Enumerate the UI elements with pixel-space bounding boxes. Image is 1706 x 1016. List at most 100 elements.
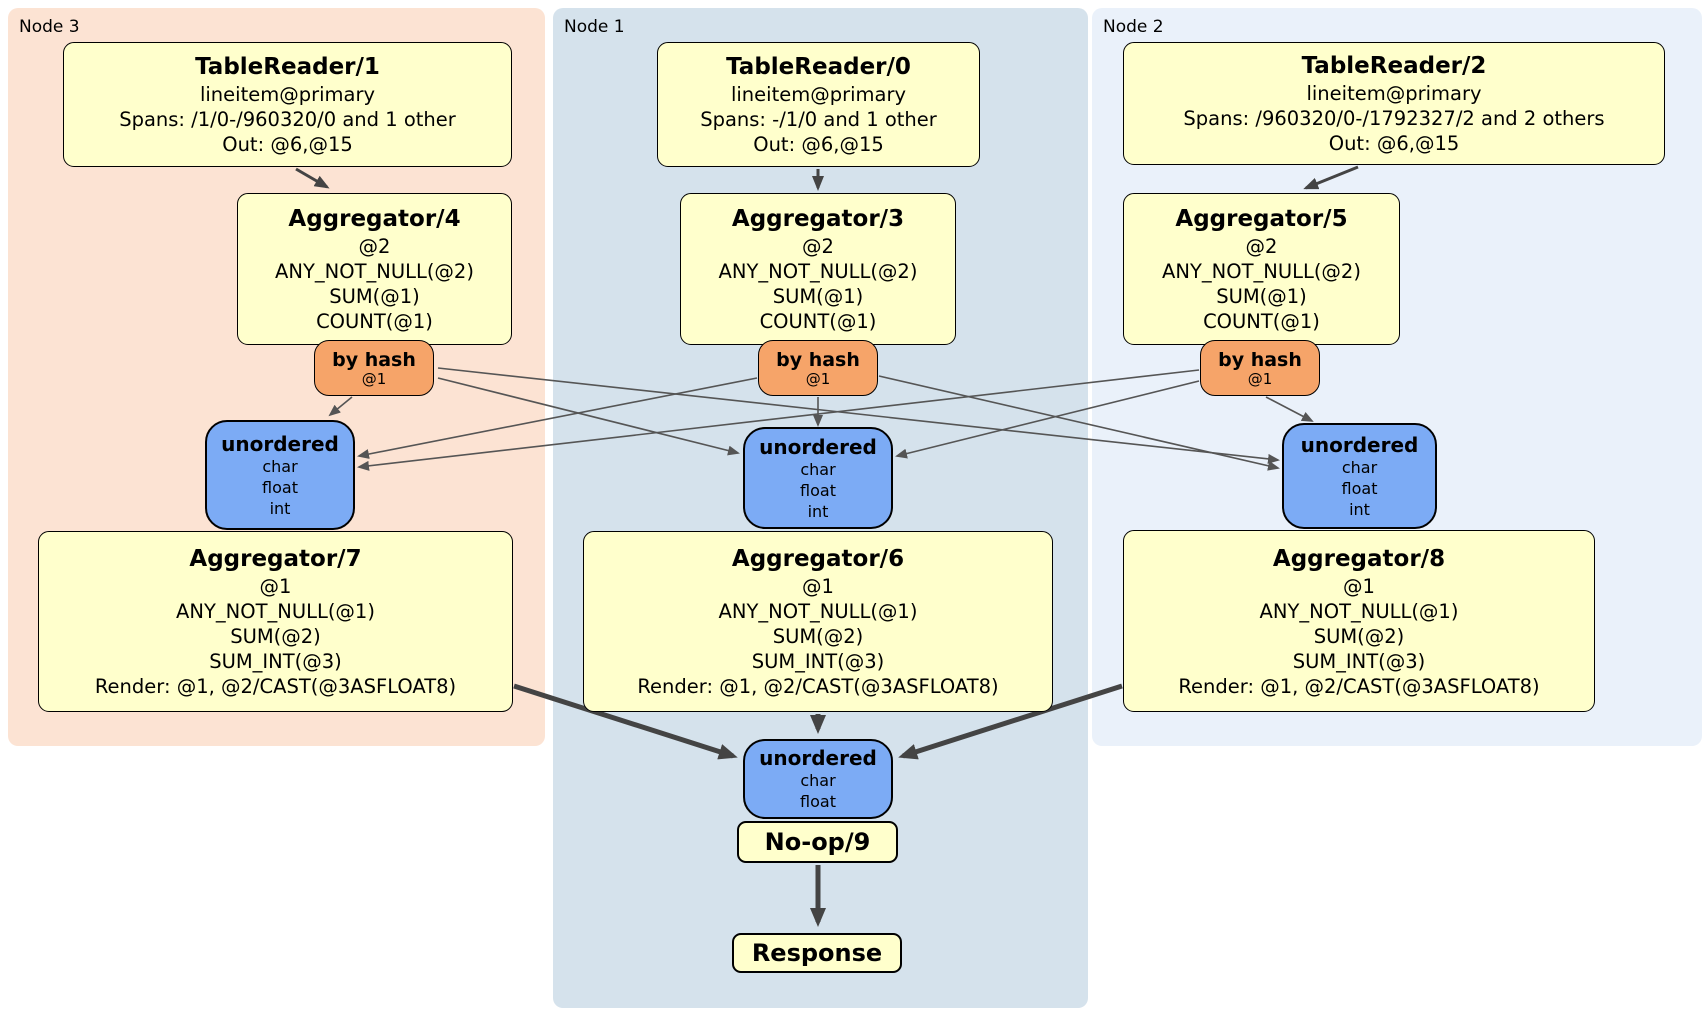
router-title: by hash: [776, 348, 860, 371]
processor-line: Render: @1, @2/CAST(@3ASFLOAT8): [94, 675, 457, 698]
processor-tablereader-2: TableReader/2 lineitem@primary Spans: /9…: [1123, 42, 1665, 165]
processor-line: Spans: /1/0-/960320/0 and 1 other: [119, 108, 456, 131]
router-title: by hash: [1218, 348, 1302, 371]
processor-line: SUM_INT(@3): [751, 650, 885, 673]
processor-aggregator-8: Aggregator/8 @1 ANY_NOT_NULL(@1) SUM(@2)…: [1123, 530, 1595, 712]
processor-line: SUM(@2): [1313, 624, 1405, 648]
sync-unordered-final: unordered char float: [743, 739, 893, 819]
sync-column-type: float: [800, 792, 836, 811]
processor-line: COUNT(@1): [759, 310, 877, 333]
edge-agg7-final-sync: [513, 683, 738, 760]
processor-title: Aggregator/7: [189, 546, 362, 572]
processor-line: Out: @6,@15: [753, 133, 884, 156]
edge-router2-sync1: [895, 380, 1200, 459]
processor-line: Render: @1, @2/CAST(@3ASFLOAT8): [1178, 674, 1540, 698]
sync-unordered-node1: unordered char float int: [743, 427, 893, 529]
processor-line: ANY_NOT_NULL(@2): [1162, 260, 1361, 283]
processor-aggregator-7: Aggregator/7 @1 ANY_NOT_NULL(@1) SUM(@2)…: [38, 531, 513, 712]
processor-line: SUM(@2): [230, 625, 321, 648]
processor-line: ANY_NOT_NULL(@2): [275, 260, 474, 283]
edge-router1-sync2: [878, 375, 1280, 471]
edge-router1-sync3: [357, 377, 758, 459]
processor-line: ANY_NOT_NULL(@2): [718, 260, 918, 283]
processor-aggregator-4: Aggregator/4 @2 ANY_NOT_NULL(@2) SUM(@1)…: [237, 193, 512, 345]
processor-line: SUM(@2): [772, 625, 864, 648]
router-columns: @1: [1247, 369, 1273, 388]
processor-title: No-op/9: [764, 828, 871, 856]
processor-title: Aggregator/4: [288, 206, 461, 232]
processor-line: @1: [802, 575, 834, 598]
processor-aggregator-5: Aggregator/5 @2 ANY_NOT_NULL(@2) SUM(@1)…: [1123, 193, 1400, 345]
processor-title: Aggregator/8: [1272, 545, 1446, 572]
processor-title: Aggregator/5: [1175, 206, 1348, 232]
sync-title: unordered: [221, 431, 339, 456]
sync-title: unordered: [759, 434, 877, 459]
processor-title: Aggregator/3: [731, 206, 905, 232]
sync-title: unordered: [759, 746, 877, 770]
edge-router3-sync3: [328, 396, 353, 417]
sync-column-type: int: [807, 501, 829, 521]
router-title: by hash: [332, 348, 416, 371]
sync-column-type: char: [800, 771, 836, 790]
node-label: Node 1: [564, 17, 625, 37]
processor-line: SUM_INT(@3): [1292, 649, 1426, 673]
processor-line: Spans: /960320/0-/1792327/2 and 2 others: [1183, 107, 1605, 130]
processor-title: TableReader/0: [726, 54, 911, 80]
router-by-hash-node1: by hash @1: [758, 340, 878, 396]
processor-line: @2: [802, 235, 834, 258]
processor-title: Response: [751, 939, 883, 967]
sync-title: unordered: [1300, 432, 1419, 457]
edge-router2-sync3: [357, 369, 1200, 471]
sync-column-type: float: [1341, 478, 1378, 498]
node-label: Node 2: [1103, 17, 1164, 37]
processor-line: Out: @6,@15: [222, 133, 353, 156]
processor-line: COUNT(@1): [1203, 310, 1320, 333]
processor-line: SUM(@1): [772, 285, 864, 308]
processor-line: Out: @6,@15: [1328, 132, 1460, 155]
sync-unordered-node2: unordered char float int: [1282, 423, 1437, 529]
sync-column-type: int: [269, 498, 291, 518]
processor-line: @2: [1245, 235, 1278, 258]
processor-title: TableReader/1: [195, 54, 380, 80]
processor-line: SUM(@1): [329, 285, 420, 308]
router-columns: @1: [361, 369, 387, 388]
sync-column-type: float: [262, 477, 298, 497]
router-by-hash-node2: by hash @1: [1200, 340, 1320, 396]
processor-title: TableReader/2: [1301, 53, 1487, 79]
processor-line: lineitem@primary: [199, 83, 376, 106]
processor-noop-9: No-op/9: [737, 821, 898, 863]
processor-line: SUM_INT(@3): [209, 650, 342, 673]
processor-line: @2: [358, 235, 391, 258]
sync-column-type: float: [800, 480, 836, 500]
processor-line: @1: [259, 575, 292, 598]
sync-unordered-node3: unordered char float int: [205, 420, 355, 530]
processor-line: COUNT(@1): [316, 310, 433, 333]
edge-tr2-agg5: [1303, 165, 1359, 190]
processor-title: Aggregator/6: [731, 546, 905, 572]
processor-line: Spans: -/1/0 and 1 other: [700, 108, 937, 131]
sync-column-type: int: [1349, 499, 1370, 519]
node-label: Node 3: [19, 17, 80, 37]
edge-router2-sync2: [1265, 396, 1314, 422]
edge-agg8-final-sync: [898, 683, 1123, 760]
edge-tr1-agg4: [295, 167, 330, 189]
processor-line: @1: [1343, 574, 1375, 598]
processor-line: ANY_NOT_NULL(@1): [176, 600, 375, 623]
processor-line: ANY_NOT_NULL(@1): [1259, 599, 1459, 623]
processor-line: SUM(@1): [1216, 285, 1307, 308]
processor-line: lineitem@primary: [730, 83, 907, 106]
sync-column-type: char: [262, 456, 298, 476]
processor-aggregator-6: Aggregator/6 @1 ANY_NOT_NULL(@1) SUM(@2)…: [583, 531, 1053, 712]
sync-column-type: char: [1341, 457, 1378, 477]
processor-line: lineitem@primary: [1306, 82, 1482, 105]
processor-tablereader-1: TableReader/1 lineitem@primary Spans: /1…: [63, 42, 512, 167]
router-columns: @1: [805, 369, 831, 388]
router-by-hash-node3: by hash @1: [314, 340, 434, 396]
sync-column-type: char: [800, 459, 836, 479]
edge-router3-sync1: [437, 377, 740, 456]
processor-line: ANY_NOT_NULL(@1): [718, 600, 918, 623]
response-box: Response: [732, 933, 902, 973]
edge-router3-sync2: [437, 367, 1280, 464]
